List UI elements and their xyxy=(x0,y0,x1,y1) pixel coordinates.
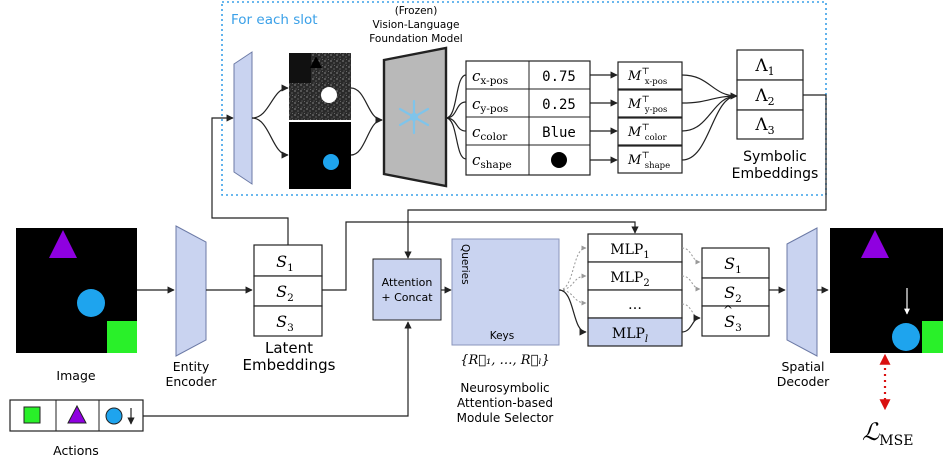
projection-ypos: M⊤y-pos xyxy=(627,95,667,115)
projection-matrices: M⊤x-pos M⊤y-pos M⊤color M⊤shape xyxy=(617,61,683,174)
symbolic-embedding-1: Λ1 xyxy=(754,56,774,78)
decoder-label-2: Decoder xyxy=(777,374,830,389)
decoder-label-1: Spatial xyxy=(781,359,824,374)
hat-mark: ^ xyxy=(723,303,733,317)
concept-key-color: ccolor xyxy=(472,123,508,143)
symbolic-to-attention-wire xyxy=(404,94,827,259)
actions-label: Actions xyxy=(53,443,99,458)
output-image xyxy=(830,228,943,353)
latent-label-2: Embeddings xyxy=(243,356,336,374)
projection-color: M⊤color xyxy=(627,123,667,143)
concept-branch-wires xyxy=(445,74,467,160)
concept-table: cx-pos cy-pos ccolor cshape 0.75 0.25 Bl… xyxy=(465,60,591,176)
reconstructed-slot-image xyxy=(289,122,351,189)
entity-encoder-label-2: Encoder xyxy=(165,374,217,389)
fm-label-vl: Vision-Language xyxy=(373,19,460,31)
snowflake-icon xyxy=(398,99,430,135)
keys-label: Keys xyxy=(490,330,515,342)
circle-shape-icon xyxy=(551,152,567,168)
entity-encoder-label-1: Entity xyxy=(173,359,210,374)
output-slot-2: S2 xyxy=(724,283,742,305)
green-square-icon xyxy=(23,406,41,424)
mlp-1: MLP1 xyxy=(610,242,649,261)
concept-key-xpos: cx-pos xyxy=(472,67,508,87)
concept-value-ypos: 0.25 xyxy=(542,97,576,113)
symbolic-label-1: Symbolic xyxy=(743,149,807,165)
selector-label-2: Attention-based xyxy=(457,396,553,410)
symbolic-embedding-3: Λ3 xyxy=(754,115,774,137)
loss-mse: ℒMSE xyxy=(862,418,913,449)
latent-embedding-2: S2 xyxy=(276,282,294,304)
module-selector: Queries Keys {R⃗₁, …, R⃗ₗ} Neurosymbolic… xyxy=(451,238,560,425)
masked-slot-image xyxy=(289,53,351,120)
image-label: Image xyxy=(56,368,95,383)
attention-label-2: + Concat xyxy=(381,291,433,304)
actions-to-attention-wire xyxy=(143,321,412,417)
attention-concat: Attention + Concat xyxy=(372,258,442,321)
concept-value-color: Blue xyxy=(542,125,576,141)
purple-triangle-icon xyxy=(67,404,87,424)
concept-value-xpos: 0.75 xyxy=(542,69,576,85)
spatial-decoder xyxy=(786,227,818,357)
symbolic-embeddings: Λ1 Λ2 Λ3 Symbolic Embeddings xyxy=(732,49,819,182)
module-keys-set: {R⃗₁, …, R⃗ₗ} xyxy=(460,353,550,368)
entity-encoder xyxy=(175,225,207,357)
slot-encoder-shape xyxy=(233,51,253,185)
output-slot-3: S3 xyxy=(724,312,742,334)
actions-strip xyxy=(9,399,144,432)
input-image xyxy=(16,228,137,353)
module-selection-wires xyxy=(558,245,587,336)
blue-circle-icon xyxy=(105,407,123,425)
projection-xpos: M⊤x-pos xyxy=(627,67,667,87)
queries-label: Queries xyxy=(459,244,471,285)
attention-label-1: Attention xyxy=(382,276,433,289)
latent-embeddings: S1 S2 S3 Latent Embeddings xyxy=(243,244,336,374)
mlp-stack: MLP1 MLP2 … MLPl xyxy=(587,233,683,347)
foundation-model: (Frozen) Vision-Language Foundation Mode… xyxy=(369,5,463,188)
fm-label-frozen: (Frozen) xyxy=(395,5,438,17)
concept-key-ypos: cy-pos xyxy=(472,95,508,115)
output-slots: S1 S2 S3 ^ xyxy=(701,247,770,337)
mlp-output-wires xyxy=(681,247,701,333)
latent-embedding-1: S1 xyxy=(276,252,294,274)
latent-to-mlp-wire xyxy=(322,221,639,291)
mlp-2: MLP2 xyxy=(610,270,649,289)
mlp-l: MLPl xyxy=(612,326,648,345)
projection-shape: M⊤shape xyxy=(627,151,670,171)
symbolic-embedding-2: Λ2 xyxy=(754,86,774,108)
concept-key-shape: cshape xyxy=(472,151,512,171)
slot-frame-title: For each slot xyxy=(231,12,318,28)
symbolic-merge-wires xyxy=(681,74,738,161)
latent-to-slot-wire xyxy=(211,114,289,245)
symbolic-label-2: Embeddings xyxy=(732,166,819,182)
mlp-ellipsis: … xyxy=(628,297,642,313)
selector-label-3: Module Selector xyxy=(457,411,554,425)
selector-label-1: Neurosymbolic xyxy=(460,381,549,395)
output-slot-1: S1 xyxy=(724,254,742,276)
fm-label-fm: Foundation Model xyxy=(369,33,462,45)
latent-embedding-3: S3 xyxy=(276,312,294,334)
latent-label-1: Latent xyxy=(265,339,313,357)
